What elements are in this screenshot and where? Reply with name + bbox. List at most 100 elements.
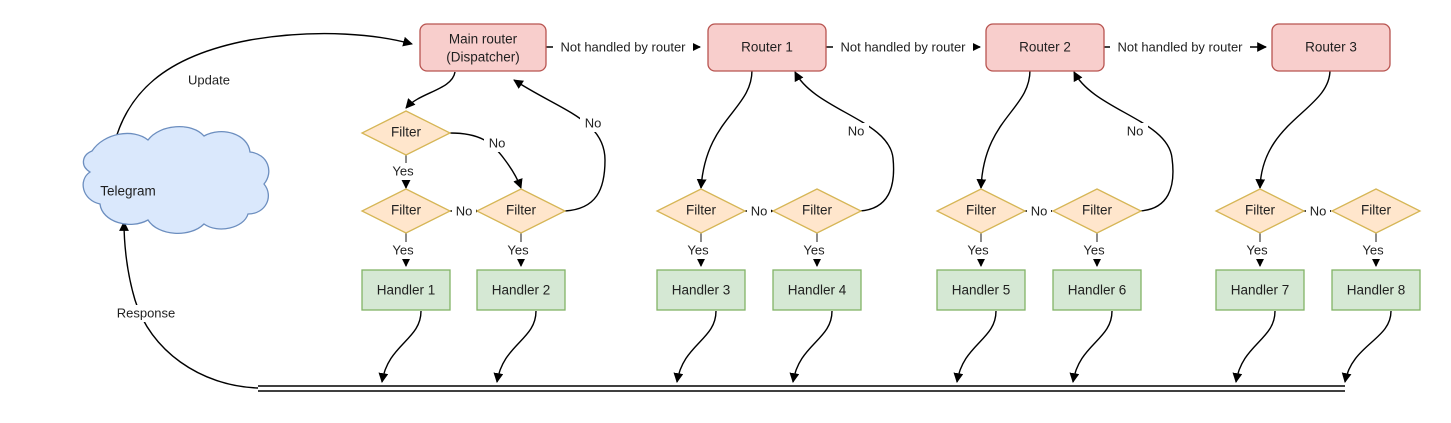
edge-label-yes-5: Yes: [963, 242, 993, 259]
edge-label-not-handled-2: Not handled by router: [833, 39, 973, 56]
handler-3-label: Handler 3: [672, 283, 731, 298]
node-filter-r1-b[interactable]: Filter: [771, 188, 863, 234]
telegram-cloud-label: Telegram: [100, 184, 156, 199]
edge-label-update: Update: [180, 72, 238, 89]
edge-label-not-handled-1: Not handled by router: [553, 39, 693, 56]
yes-label-2: Yes: [507, 242, 529, 257]
node-handler-5[interactable]: Handler 5: [936, 269, 1026, 311]
edge-handler-1-to-bus: [378, 310, 422, 383]
edge-label-yes-3: Yes: [683, 242, 713, 259]
edge-label-no-return-2: No: [843, 123, 869, 140]
edge-router3-to-filter-a: [1255, 69, 1331, 189]
edge-label-yes-2: Yes: [503, 242, 533, 259]
not-handled-label-1: Not handled by router: [560, 39, 686, 54]
edge-handler-7-to-bus: [1232, 310, 1276, 383]
node-filter-r2-a[interactable]: Filter: [935, 188, 1027, 234]
handler-1-label: Handler 1: [377, 283, 436, 298]
router-3-label: Router 3: [1305, 40, 1357, 55]
edge-handler-8-to-bus: [1341, 310, 1392, 383]
node-filter-main-a[interactable]: Filter: [360, 188, 452, 234]
node-filter-r1-a[interactable]: Filter: [655, 188, 747, 234]
node-main-router[interactable]: Main router (Dispatcher): [419, 23, 547, 72]
response-label: Response: [117, 305, 176, 320]
node-filter-r3-b[interactable]: Filter: [1330, 188, 1422, 234]
edge-filter-r1-b-no-return: [794, 71, 895, 212]
yes-label-7: Yes: [1246, 242, 1268, 257]
filter-r2-a-label: Filter: [966, 203, 997, 218]
filter-top-main-label: Filter: [391, 125, 422, 140]
edge-router1-to-filter-a: [696, 69, 753, 189]
yes-label-6: Yes: [1083, 242, 1105, 257]
no-label-inline-4: No: [1310, 203, 1327, 218]
edge-filter-top-no: [449, 132, 523, 189]
edge-router2-to-filter-a: [976, 69, 1031, 189]
no-label-inline-2: No: [751, 203, 768, 218]
edge-label-not-handled-3: Not handled by router: [1110, 39, 1250, 56]
handler-4-label: Handler 4: [788, 283, 847, 298]
yes-label-8: Yes: [1362, 242, 1384, 257]
not-handled-label-3: Not handled by router: [1117, 39, 1243, 54]
edge-label-yes-6: Yes: [1079, 242, 1109, 259]
not-handled-label-2: Not handled by router: [840, 39, 966, 54]
main-router-label-line2: (Dispatcher): [446, 50, 520, 65]
edge-label-no-return-3: No: [1122, 123, 1148, 140]
node-router-1[interactable]: Router 1: [707, 23, 827, 72]
filter-r3-b-label: Filter: [1361, 203, 1392, 218]
node-handler-6[interactable]: Handler 6: [1052, 269, 1142, 311]
router-1-label: Router 1: [741, 40, 793, 55]
node-filter-main-b[interactable]: Filter: [475, 188, 567, 234]
edge-label-yes-1: Yes: [388, 242, 418, 259]
edge-label-no-return-1: No: [580, 115, 606, 132]
edge-label-no-inline-4: No: [1306, 203, 1330, 220]
node-handler-3[interactable]: Handler 3: [656, 269, 746, 311]
edge-filter-main-b-no-return: [513, 79, 606, 212]
filter-r2-b-label: Filter: [1082, 203, 1113, 218]
filter-main-a-label: Filter: [391, 203, 422, 218]
node-router-3[interactable]: Router 3: [1271, 23, 1391, 72]
edge-label-no-inline-2: No: [747, 203, 771, 220]
node-router-2[interactable]: Router 2: [985, 23, 1105, 72]
main-router-label-line1: Main router: [449, 32, 518, 47]
edge-label-no-top-filter: No: [484, 135, 510, 152]
router-2-label: Router 2: [1019, 40, 1071, 55]
filter-r3-a-label: Filter: [1245, 203, 1276, 218]
no-label-inline-1: No: [456, 203, 473, 218]
no-label-top-filter: No: [489, 135, 506, 150]
node-handler-4[interactable]: Handler 4: [772, 269, 862, 311]
edge-handler-5-to-bus: [953, 310, 997, 383]
edge-update: [109, 32, 413, 166]
edge-filter-r2-b-no-return: [1073, 71, 1174, 212]
no-label-return-3: No: [1127, 123, 1144, 138]
telegram-cloud: Telegram: [82, 125, 270, 235]
handler-7-label: Handler 7: [1231, 283, 1290, 298]
handler-6-label: Handler 6: [1068, 283, 1127, 298]
edge-label-yes-8: Yes: [1358, 242, 1388, 259]
filter-main-b-label: Filter: [506, 203, 537, 218]
node-handler-1[interactable]: Handler 1: [361, 269, 451, 311]
edge-label-yes-7: Yes: [1242, 242, 1272, 259]
node-filter-r3-a[interactable]: Filter: [1214, 188, 1306, 234]
node-filter-r2-b[interactable]: Filter: [1051, 188, 1143, 234]
node-handler-7[interactable]: Handler 7: [1215, 269, 1305, 311]
handler-5-label: Handler 5: [952, 283, 1011, 298]
node-handler-2[interactable]: Handler 2: [476, 269, 566, 311]
update-label: Update: [188, 72, 230, 87]
yes-label-1: Yes: [392, 242, 414, 257]
edge-handler-3-to-bus: [673, 310, 717, 383]
yes-label-3: Yes: [687, 242, 709, 257]
no-label-return-1: No: [585, 115, 602, 130]
edge-label-no-inline-3: No: [1027, 203, 1051, 220]
handler-8-label: Handler 8: [1347, 283, 1406, 298]
edge-label-response: Response: [108, 305, 184, 322]
edge-handler-4-to-bus: [789, 310, 833, 383]
no-label-inline-3: No: [1031, 203, 1048, 218]
node-filter-top-main[interactable]: Filter: [360, 110, 452, 156]
no-label-return-2: No: [848, 123, 865, 138]
edge-mainrouter-to-filter-top: [405, 71, 456, 109]
node-handler-8[interactable]: Handler 8: [1331, 269, 1421, 311]
yes-label-top: Yes: [392, 163, 414, 178]
edge-handler-6-to-bus: [1069, 310, 1113, 383]
edge-label-yes-4: Yes: [799, 242, 829, 259]
